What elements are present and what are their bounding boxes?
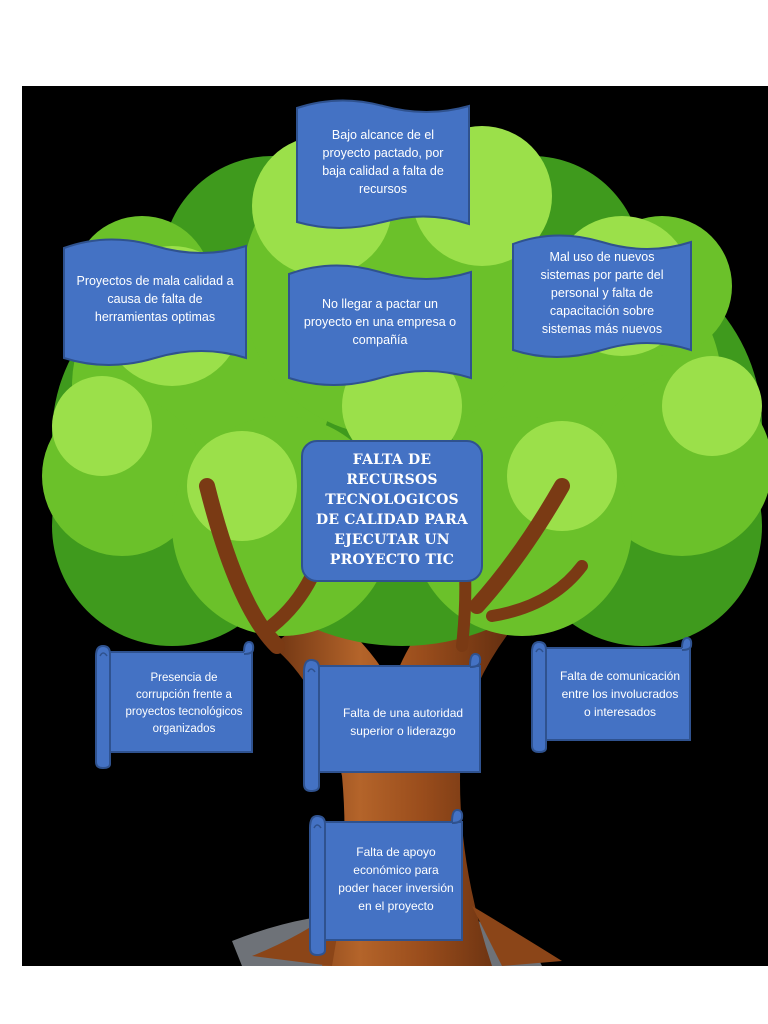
cause-text: Presencia de corrupción frente a proyect… — [125, 671, 243, 736]
effect-box: Proyectos de mala calidad a causa de fal… — [62, 236, 248, 370]
cause-text: Falta de una autoridad superior o lidera… — [342, 706, 464, 738]
effect-text: No llegar a pactar un proyecto en una em… — [303, 296, 457, 348]
effect-box: Bajo alcance de el proyecto pactado, por… — [295, 98, 471, 234]
effect-text: Mal uso de nuevos sistemas por parte del… — [540, 249, 664, 337]
effect-text: Bajo alcance de el proyecto pactado, por… — [322, 127, 444, 197]
effect-box: Mal uso de nuevos sistemas por parte del… — [511, 232, 693, 362]
cause-text: Falta de apoyo económico para poder hace… — [338, 845, 454, 913]
cause-box: Falta de apoyo económico para poder hace… — [308, 808, 464, 957]
cause-text: Falta de comunicación entre los involucr… — [559, 669, 681, 719]
cause-box: Falta de comunicación entre los involucr… — [530, 636, 693, 754]
effect-text: Proyectos de mala calidad a causa de fal… — [76, 273, 234, 325]
central-problem-text: FALTA DE RECURSOS TECNOLOGICOS DE CALIDA… — [316, 452, 468, 568]
cause-box: Presencia de corrupción frente a proyect… — [94, 640, 255, 770]
diagram-canvas: Bajo alcance de el proyecto pactado, por… — [22, 86, 768, 966]
central-problem-box: FALTA DE RECURSOS TECNOLOGICOS DE CALIDA… — [301, 440, 483, 582]
cause-box: Falta de una autoridad superior o lidera… — [302, 652, 482, 793]
effect-box: No llegar a pactar un proyecto en una em… — [287, 262, 473, 390]
